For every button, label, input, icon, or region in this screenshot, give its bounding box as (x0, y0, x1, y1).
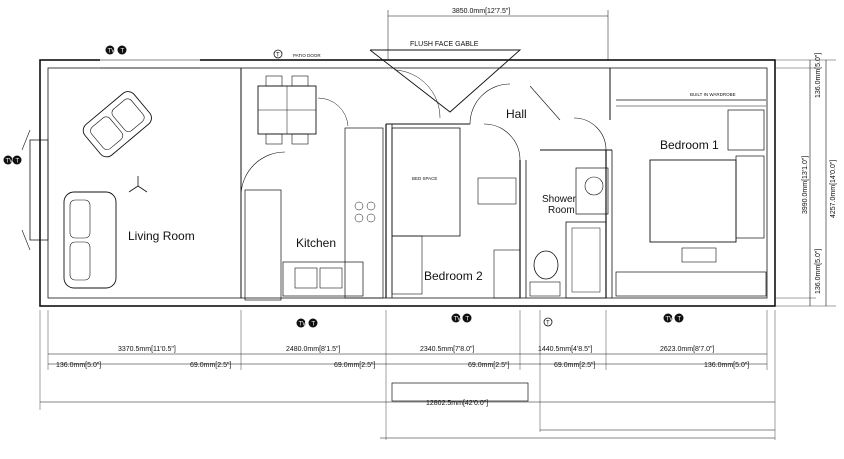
dim-right-end: 136.0mm[5.0"] (704, 362, 749, 369)
outer-wall (39, 59, 776, 307)
dim-right-bottom: 136.0mm[5.0"] (815, 249, 822, 294)
dim-partition-2: 69.0mm[2.5"] (334, 362, 375, 369)
svg-text:TV: TV (454, 317, 462, 323)
dim-segment-kitchen: 2480.0mm[8'1.5"] (286, 346, 340, 353)
dim-left-end: 136.0mm[5.0"] (56, 362, 101, 369)
dim-segment-living: 3370.5mm[11'0.5"] (118, 346, 176, 353)
telephone-point-icon: T (273, 49, 283, 59)
patio-door-label: PATIO DOOR (293, 53, 321, 58)
dim-segment-bedroom-2: 2340.5mm[7'8.0"] (420, 346, 474, 353)
tv-point-icon: TV T (3, 155, 22, 165)
inner-wall-line (47, 67, 768, 299)
tv-point-icon: TV T (296, 318, 318, 328)
svg-text:T: T (121, 49, 125, 55)
tv-point-icon: TV T (451, 313, 472, 323)
top-dimension: 3850.0mm[12'7.5"] (452, 8, 510, 15)
bed-space-note: BED SPACE (412, 176, 437, 181)
room-label-living-room: Living Room (128, 229, 195, 243)
telephone-point-icon: T (543, 317, 553, 327)
svg-text:T: T (466, 317, 470, 323)
dim-partition-1: 69.0mm[2.5"] (190, 362, 231, 369)
svg-text:TV: TV (6, 159, 14, 165)
dim-right-overall: 4257.0mm[14'0.0"] (830, 160, 837, 218)
dim-overall-length: 12802.5mm[42'0.0"] (426, 400, 488, 407)
svg-text:TV: TV (108, 49, 116, 55)
room-label-bedroom-2: Bedroom 2 (424, 269, 483, 283)
svg-text:T: T (312, 322, 316, 328)
gable-label: FLUSH FACE GABLE (410, 41, 479, 48)
dim-segment-shower: 1440.5mm[4'8.5"] (538, 346, 592, 353)
dim-segment-bedroom-1: 2623.0mm[8'7.0"] (660, 346, 714, 353)
dim-partition-3: 69.0mm[2.5"] (468, 362, 509, 369)
wardrobe-note: BUILT IN WARDROBE (690, 92, 736, 97)
dim-right-middle: 3990.0mm[13'1.0"] (802, 156, 809, 214)
room-label-hall: Hall (506, 107, 527, 121)
svg-text:TV: TV (299, 322, 307, 328)
svg-text:TV: TV (666, 317, 674, 323)
room-label-bedroom-1: Bedroom 1 (660, 138, 719, 152)
tv-point-icon: TV T (105, 45, 127, 55)
room-label-kitchen: Kitchen (296, 236, 336, 250)
svg-text:T: T (16, 159, 20, 165)
dim-right-top: 136.0mm[5.0"] (815, 53, 822, 98)
svg-text:T: T (678, 317, 682, 323)
tv-point-icon: TV T (663, 313, 684, 323)
svg-text:T: T (546, 321, 550, 327)
svg-text:T: T (276, 53, 280, 59)
dim-partition-4: 69.0mm[2.5"] (554, 362, 595, 369)
